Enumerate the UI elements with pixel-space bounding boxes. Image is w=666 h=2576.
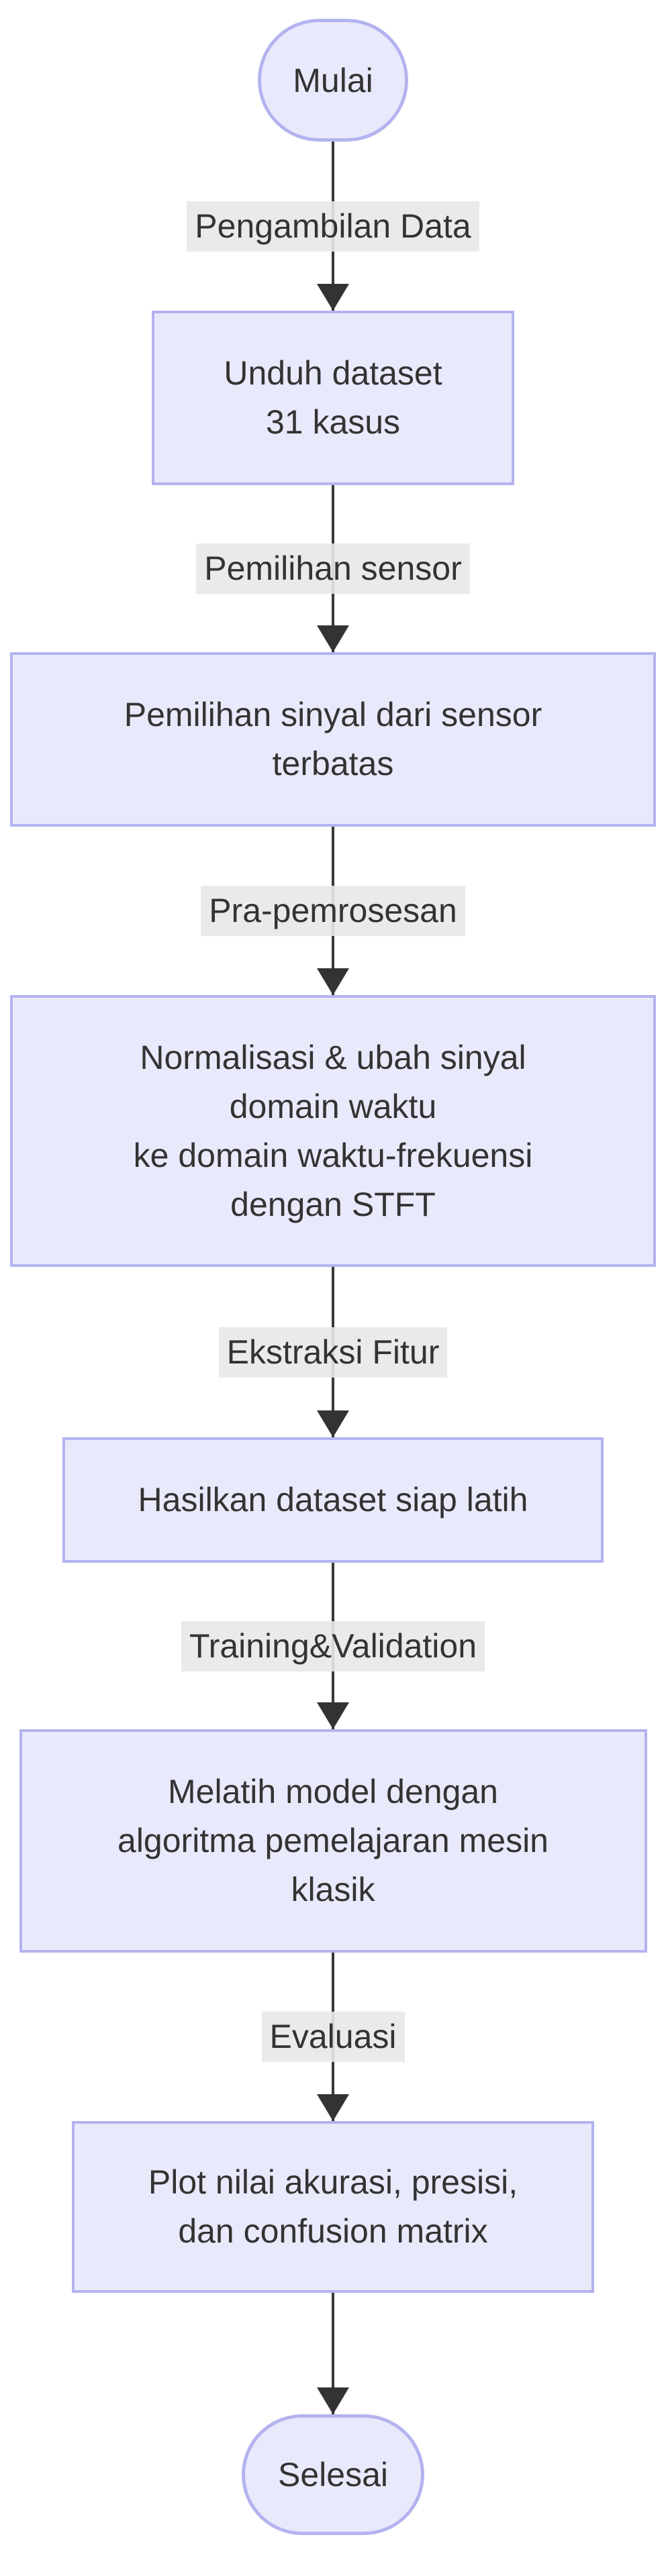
end-node-label: Selesai	[278, 2456, 388, 2493]
node-text-line: Normalisasi & ubah sinyal	[140, 1038, 526, 1076]
node-text-line: Hasilkan dataset siap latih	[138, 1481, 528, 1518]
arrowhead-icon	[317, 2387, 349, 2414]
node-text-line: dengan STFT	[230, 1185, 436, 1223]
node-text-line: algoritma pemelajaran mesin	[117, 1822, 549, 1859]
start-node: Mulai	[258, 19, 408, 142]
edge-arrow-5: Training&Validation	[0, 1563, 666, 1729]
edge-arrow-2: Pemilihan sensor	[0, 485, 666, 652]
node-text-line: Unduh dataset	[224, 354, 442, 392]
node-text-line: Plot nilai akurasi, presisi,	[148, 2163, 518, 2201]
edge-label-1: Pengambilan Data	[187, 201, 479, 252]
edge-label-6: Evaluasi	[261, 2012, 405, 2062]
edge-label-5: Training&Validation	[181, 1620, 485, 1671]
edge-arrow-6: Evaluasi	[0, 1953, 666, 2121]
arrowhead-icon	[317, 2094, 349, 2121]
node-text-line: Melatih model dengan	[168, 1773, 498, 1810]
arrowhead-icon	[317, 625, 349, 652]
process-node-melatih-model: Melatih model dengan algoritma pemelajar…	[19, 1729, 647, 1953]
edge-arrow-3: Pra-pemrosesan	[0, 827, 666, 995]
process-node-pemilihan-sinyal: Pemilihan sinyal dari sensor terbatas	[10, 652, 656, 827]
arrowhead-icon	[317, 1410, 349, 1437]
node-text-line: klasik	[291, 1871, 375, 1908]
start-node-label: Mulai	[293, 61, 373, 99]
node-text-line: domain waktu	[229, 1087, 437, 1125]
end-node: Selesai	[242, 2414, 424, 2535]
arrowhead-icon	[317, 968, 349, 995]
node-text-line: Pemilihan sinyal dari sensor	[124, 696, 542, 733]
edge-label-2: Pemilihan sensor	[196, 544, 470, 594]
process-node-normalisasi-stft: Normalisasi & ubah sinyal domain waktu k…	[10, 995, 656, 1267]
edge-arrow-4: Ekstraksi Fitur	[0, 1267, 666, 1437]
edge-label-4: Ekstraksi Fitur	[218, 1327, 448, 1378]
process-node-unduh-dataset: Unduh dataset 31 kasus	[152, 311, 514, 485]
edge-line	[332, 2293, 334, 2414]
arrowhead-icon	[317, 1702, 349, 1729]
edge-arrow-1: Pengambilan Data	[0, 142, 666, 311]
node-text-line: terbatas	[272, 745, 394, 782]
arrowhead-icon	[317, 284, 349, 311]
process-node-plot-evaluasi: Plot nilai akurasi, presisi, dan confusi…	[72, 2121, 594, 2293]
node-text-line: ke domain waktu-frekuensi	[133, 1136, 533, 1174]
node-text-line: dan confusion matrix	[178, 2212, 488, 2250]
process-node-dataset-siap-latih: Hasilkan dataset siap latih	[62, 1437, 604, 1563]
node-text-line: 31 kasus	[265, 403, 401, 441]
edge-arrow-7	[0, 2293, 666, 2414]
edge-label-3: Pra-pemrosesan	[201, 886, 465, 936]
